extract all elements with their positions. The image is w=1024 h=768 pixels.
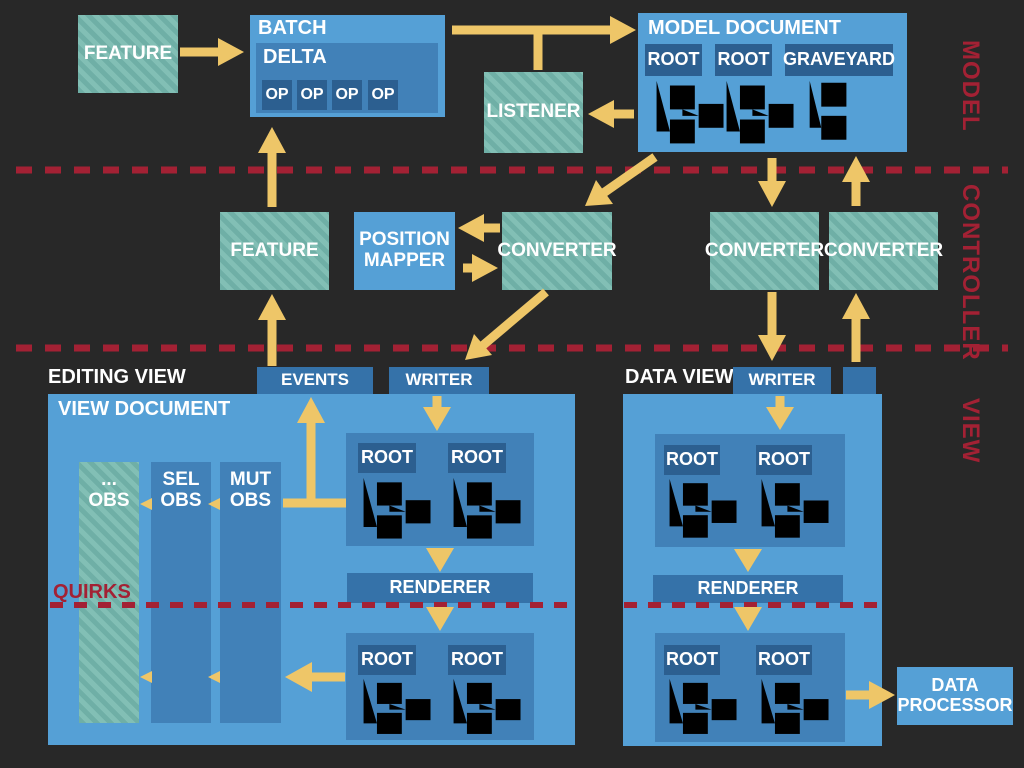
delta-title: DELTA bbox=[263, 46, 327, 68]
arrow-events-to-feature bbox=[258, 294, 286, 366]
arrow-converter-to-position-mapper bbox=[458, 214, 500, 242]
editing-view-title: EDITING VIEW bbox=[48, 366, 186, 388]
converter-box-right: CONVERTER bbox=[824, 212, 943, 290]
view-root-label: ROOT bbox=[756, 445, 812, 475]
writer-box-data: WRITER bbox=[733, 367, 831, 394]
op-box: OP bbox=[332, 80, 362, 110]
observer-column-other: ... OBS bbox=[79, 462, 139, 723]
layer-label-view: VIEW bbox=[957, 398, 984, 464]
view-root-label: ROOT bbox=[358, 443, 416, 473]
writer-box-editing: WRITER bbox=[389, 367, 489, 394]
node-tree bbox=[669, 678, 737, 734]
node-tree bbox=[453, 477, 521, 539]
batch-title: BATCH bbox=[258, 17, 327, 39]
arrow-converter-right-to-model-document bbox=[842, 156, 870, 206]
view-root-label: ROOT bbox=[756, 645, 812, 675]
feature-box-controller: FEATURE bbox=[220, 212, 329, 290]
model-graveyard-label: GRAVEYARD bbox=[783, 44, 895, 76]
op-box: OP bbox=[262, 80, 292, 110]
node-tree bbox=[761, 478, 829, 538]
renderer-bar-data: RENDERER bbox=[653, 575, 843, 603]
events-box: EVENTS bbox=[257, 367, 373, 394]
op-box: OP bbox=[368, 80, 398, 110]
quirks-label: QUIRKS bbox=[53, 581, 131, 603]
node-tree bbox=[761, 678, 829, 734]
node-tree bbox=[453, 678, 521, 734]
arrow-data-view-to-converter-right bbox=[842, 293, 870, 362]
node-tree bbox=[363, 678, 431, 734]
arrow-batch-to-model-document bbox=[452, 16, 636, 70]
converter-box-mid: CONVERTER bbox=[705, 212, 824, 290]
node-tree bbox=[669, 478, 737, 538]
arrow-model-document-to-converter-mid bbox=[758, 158, 786, 207]
node-tree-graveyard bbox=[809, 80, 847, 140]
data-view-title: DATA VIEW bbox=[625, 366, 734, 388]
node-tree bbox=[726, 80, 794, 144]
feature-box-model: FEATURE bbox=[78, 15, 178, 93]
node-tree bbox=[363, 477, 431, 539]
arrow-feature-to-batch-up bbox=[258, 127, 286, 207]
arrow-converter-mid-to-data-writer bbox=[758, 292, 786, 361]
view-root-label: ROOT bbox=[358, 645, 416, 675]
listener-box: LISTENER bbox=[484, 72, 583, 153]
observer-column-selection: SEL OBS bbox=[151, 462, 211, 723]
view-root-label: ROOT bbox=[664, 645, 720, 675]
layer-label-controller: CONTROLLER bbox=[957, 184, 984, 361]
arrow-model-document-to-converter-left bbox=[585, 153, 658, 206]
view-root-label: ROOT bbox=[664, 445, 720, 475]
layer-label-model: MODEL bbox=[957, 40, 984, 132]
op-box: OP bbox=[297, 80, 327, 110]
model-document-title: MODEL DOCUMENT bbox=[648, 17, 841, 39]
position-mapper-box: POSITION MAPPER bbox=[354, 212, 455, 290]
data-processor-box: DATA PROCESSOR bbox=[897, 667, 1013, 725]
arrow-converter-to-editing-writer bbox=[465, 288, 549, 360]
view-document-title: VIEW DOCUMENT bbox=[58, 398, 231, 420]
model-root-label: ROOT bbox=[645, 44, 702, 76]
view-root-label: ROOT bbox=[448, 443, 506, 473]
converter-box-left: CONVERTER bbox=[497, 212, 617, 290]
view-root-label: ROOT bbox=[448, 645, 506, 675]
arrow-feature-to-batch bbox=[180, 38, 244, 66]
renderer-bar-editing: RENDERER bbox=[347, 573, 533, 603]
unlabeled-small-box bbox=[843, 367, 876, 395]
arrow-model-document-to-listener bbox=[588, 100, 634, 128]
arrow-position-mapper-to-converter bbox=[463, 254, 498, 282]
model-root-label: ROOT bbox=[715, 44, 772, 76]
observer-column-mutation: MUT OBS bbox=[220, 462, 281, 723]
